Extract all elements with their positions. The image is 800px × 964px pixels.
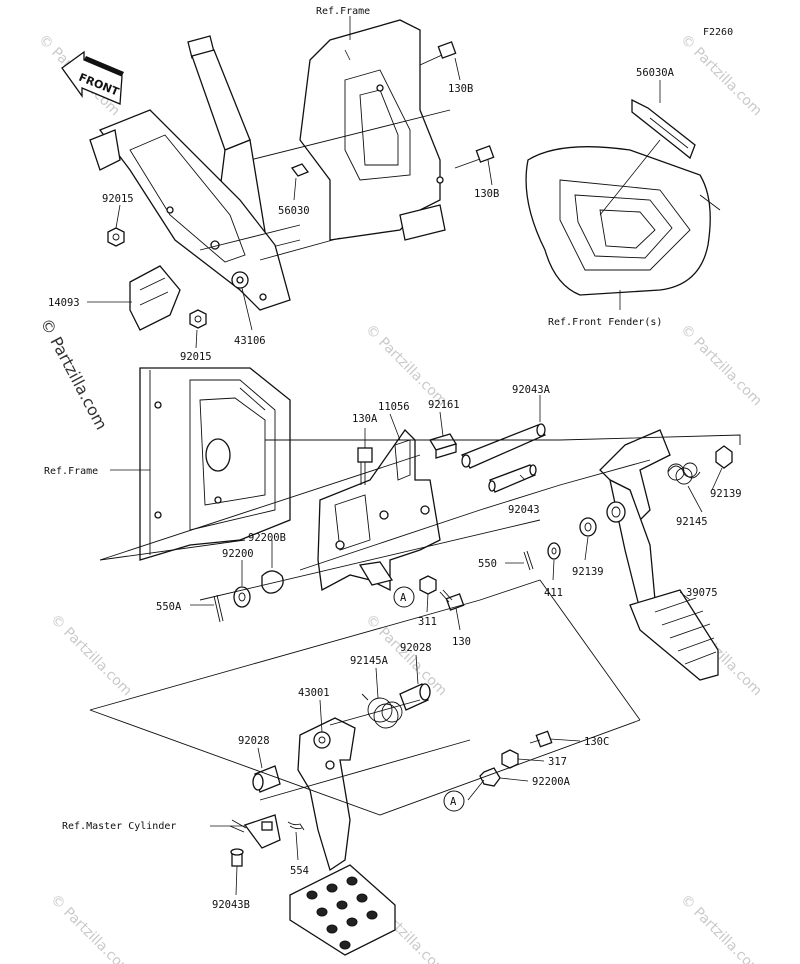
washer-92200A xyxy=(479,767,501,787)
bolt-130C xyxy=(529,730,553,748)
callout-14093: 14093 xyxy=(48,297,80,309)
watermark: © Partzilla.com xyxy=(47,612,135,700)
reference-labels: Ref.Frame Ref.Frame Ref.Front Fender(s) … xyxy=(44,6,662,832)
diagram-code: F2260 xyxy=(703,27,733,38)
washer-411 xyxy=(547,542,561,560)
watermark: © Partzilla.com xyxy=(47,892,135,964)
callout-43106: 43106 xyxy=(234,335,266,347)
ref-master-cylinder-label: Ref.Master Cylinder xyxy=(62,821,176,832)
bolt-130B-lower xyxy=(454,145,495,169)
shaft-92043 xyxy=(488,464,537,493)
marker-a-label: A xyxy=(450,796,457,808)
watermark: © Partzilla.com xyxy=(677,322,765,410)
nut-311 xyxy=(419,575,437,595)
callout-92028: 92028 xyxy=(400,642,432,654)
ref-frame-top-label: Ref.Frame xyxy=(316,6,370,17)
master-cylinder-clevis xyxy=(229,814,281,849)
callout-92043: 92043 xyxy=(508,504,540,516)
collar-92139-upper xyxy=(715,445,733,469)
brake-pedal-43001 xyxy=(289,717,396,956)
clip-56030 xyxy=(290,163,310,177)
callout-11056: 11056 xyxy=(378,401,410,413)
nut-317 xyxy=(501,749,519,769)
cotter-pin-550A xyxy=(213,594,224,623)
nut-92015-upper xyxy=(107,227,125,247)
callout-130A: 130A xyxy=(352,413,378,425)
callout-550: 550 xyxy=(478,558,497,570)
washer-92200 xyxy=(233,586,251,608)
leader-lines xyxy=(87,16,723,896)
cover-14093 xyxy=(129,265,181,331)
nut-92015-lower xyxy=(189,309,207,329)
callout-92028: 92028 xyxy=(238,735,270,747)
callout-92139: 92139 xyxy=(572,566,604,578)
assembly-lines xyxy=(89,224,741,816)
callout-56030A: 56030A xyxy=(636,67,675,79)
callout-92200: 92200 xyxy=(222,548,254,560)
parking-brake-lever xyxy=(89,35,291,311)
frame-top-section xyxy=(249,19,451,251)
watermark: © Partzilla.com xyxy=(677,892,765,964)
callout-92200A: 92200A xyxy=(532,776,571,788)
callout-92161: 92161 xyxy=(428,399,460,411)
block-92161 xyxy=(429,433,457,459)
shaft-92043A xyxy=(461,423,546,469)
callout-92043B: 92043B xyxy=(212,899,250,911)
pin-92043B xyxy=(230,848,244,867)
callout-554: 554 xyxy=(290,865,309,877)
circle-marker-a-upper: A xyxy=(393,586,415,608)
callout-labels: 130B 130B 56030A 92015 56030 14093 92015… xyxy=(48,67,742,911)
callout-92015: 92015 xyxy=(180,351,212,363)
bushing-92028-upper xyxy=(399,683,431,711)
callout-550A: 550A xyxy=(156,601,182,613)
callout-92139: 92139 xyxy=(710,488,742,500)
washer-92200B xyxy=(261,570,284,594)
bolt-130 xyxy=(439,589,465,611)
fender-strip-56030A xyxy=(631,98,696,160)
frame-left-section xyxy=(139,367,291,561)
circle-marker-a-lower: A xyxy=(443,790,465,812)
callout-56030: 56030 xyxy=(278,205,310,217)
callout-130C: 130C xyxy=(584,736,609,748)
callout-92200B: 92200B xyxy=(248,532,286,544)
marker-a-label: A xyxy=(400,592,407,604)
callout-130: 130 xyxy=(452,636,471,648)
bolt-130B-upper xyxy=(419,41,457,66)
bushing-92028-lower xyxy=(252,765,281,793)
callout-92145: 92145 xyxy=(676,516,708,528)
watermark: © Partzilla.com xyxy=(677,32,765,120)
callout-311: 311 xyxy=(418,616,437,628)
callout-43001: 43001 xyxy=(298,687,330,699)
cotter-pin-550 xyxy=(523,550,534,571)
copyright-text: © Partzilla.com xyxy=(36,315,111,433)
front-fender xyxy=(525,146,721,296)
cotter-pin-554 xyxy=(287,821,305,831)
callout-317: 317 xyxy=(548,756,567,768)
spring-92145 xyxy=(667,462,701,485)
bushing-right xyxy=(606,501,626,523)
front-arrow: FRONT xyxy=(61,50,124,105)
callout-39075: 39075 xyxy=(686,587,718,599)
callout-411: 411 xyxy=(544,587,563,599)
callout-92043A: 92043A xyxy=(512,384,551,396)
pedal-bracket-11056 xyxy=(317,428,441,592)
pedal-pad-holes xyxy=(306,876,378,950)
callout-92145A: 92145A xyxy=(350,655,389,667)
ref-frame-left-label: Ref.Frame xyxy=(44,466,98,477)
ref-front-fender-label: Ref.Front Fender(s) xyxy=(548,317,662,328)
callout-130B: 130B xyxy=(448,83,473,95)
spring-92145A xyxy=(361,693,403,729)
collar-92139-lower xyxy=(579,517,597,537)
watermark: © Partzilla.com xyxy=(362,322,450,410)
callout-92015: 92015 xyxy=(102,193,134,205)
accelerator-pedal-39075 xyxy=(599,429,719,681)
callout-130B: 130B xyxy=(474,188,499,200)
